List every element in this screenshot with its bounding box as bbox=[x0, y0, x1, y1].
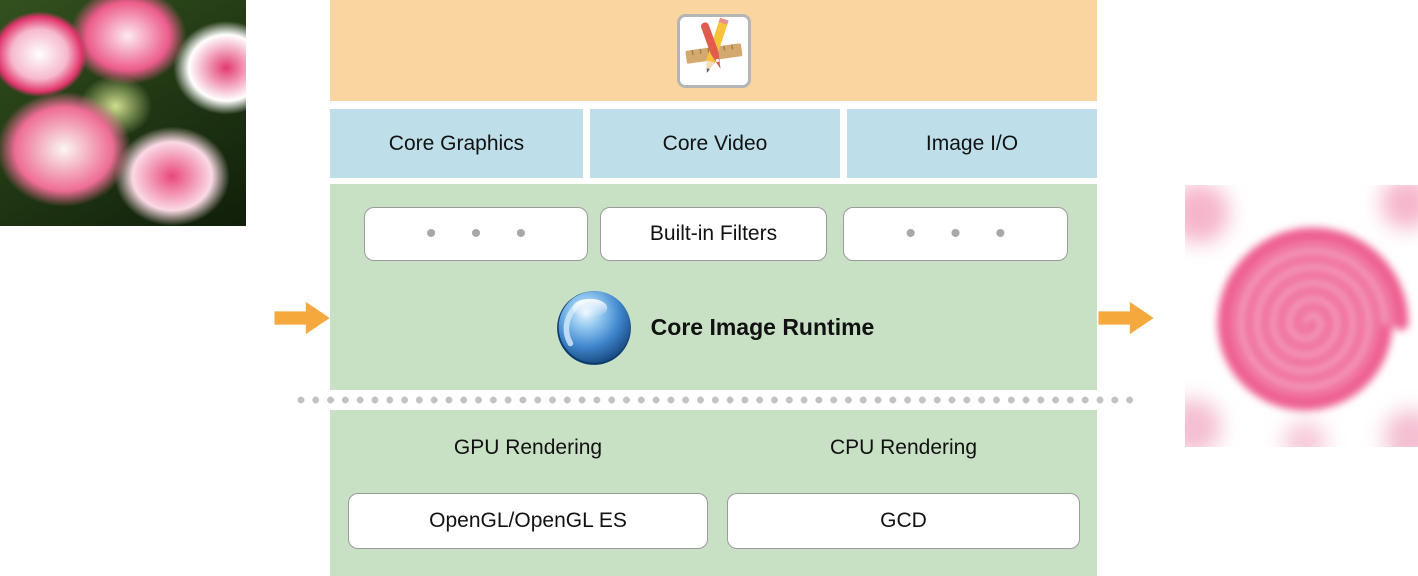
gpu-rendering-heading: GPU Rendering bbox=[453, 436, 603, 459]
builtin-filters-label: Built-in Filters bbox=[649, 222, 778, 245]
builtin-filters-box: Built-in Filters bbox=[600, 207, 827, 261]
opengl-box: OpenGL/OpenGL ES bbox=[348, 493, 708, 549]
core-image-runtime-row: Core Image Runtime bbox=[330, 284, 1097, 370]
ellipsis-dots: • • • bbox=[425, 217, 527, 250]
ellipsis-dots: • • • bbox=[905, 217, 1006, 250]
framework-label-core-video: Core Video bbox=[662, 131, 768, 155]
core-image-icon bbox=[553, 286, 635, 368]
framework-box-image-io: Image I/O bbox=[847, 109, 1097, 178]
framework-box-core-graphics: Core Graphics bbox=[330, 109, 583, 178]
cpu-rendering-heading: CPU Rendering bbox=[829, 436, 978, 459]
output-photo bbox=[1185, 185, 1418, 447]
filters-placeholder-right-box: • • • bbox=[843, 207, 1068, 261]
framework-label-core-graphics: Core Graphics bbox=[388, 131, 525, 155]
core-image-runtime-label: Core Image Runtime bbox=[650, 313, 875, 340]
framework-box-core-video: Core Video bbox=[590, 109, 840, 178]
gcd-box-label: GCD bbox=[880, 509, 927, 532]
application-band bbox=[330, 0, 1097, 101]
filters-placeholder-left-box: • • • bbox=[364, 207, 588, 261]
application-icon bbox=[676, 13, 751, 88]
input-photo bbox=[0, 0, 246, 226]
flow-arrow-left-icon bbox=[274, 301, 330, 335]
gcd-box: GCD bbox=[727, 493, 1080, 549]
framework-label-image-io: Image I/O bbox=[925, 131, 1019, 155]
flow-arrow-right-icon bbox=[1098, 301, 1154, 335]
opengl-box-label: OpenGL/OpenGL ES bbox=[429, 509, 627, 532]
dotted-divider bbox=[296, 395, 1134, 405]
